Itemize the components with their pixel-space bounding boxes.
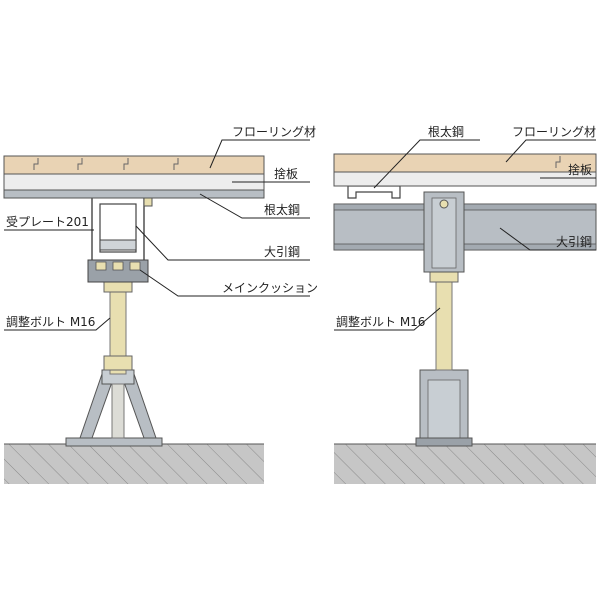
left-label-flooring: フローリング材: [232, 125, 316, 139]
right-bracket: [423, 191, 465, 273]
right-pedestal-column: [415, 369, 473, 447]
left-flooring-joints: [33, 158, 179, 170]
right-label-joist: 根太鋼: [428, 124, 464, 139]
right-flooring: [333, 153, 597, 173]
right-detail: 根太鋼 フローリング材 捨板 大引鋼 調整ボルト M16: [333, 124, 597, 484]
left-label-bolt: 調整ボルト M16: [6, 314, 95, 329]
right-floor-hatch: [334, 444, 596, 484]
left-label-subfloor: 捨板: [274, 166, 298, 181]
left-label-joist: 根太鋼: [264, 202, 300, 217]
right-flooring-joint: [555, 156, 561, 168]
left-label-cushion: メインクッション: [222, 281, 318, 295]
right-label-subfloor: 捨板: [568, 162, 592, 177]
left-label-plate: 受プレート201: [6, 215, 89, 229]
left-subfloor: [3, 173, 265, 191]
left-joist: [3, 189, 265, 199]
right-label-flooring: フローリング材: [512, 125, 596, 139]
right-label-beam: 大引鋼: [556, 235, 592, 249]
left-flooring: [3, 155, 265, 175]
left-detail: フローリング材 捨板 根太鋼 受プレート201 大引鋼 メインクッション 調整ボ…: [3, 125, 318, 484]
left-adjust-bolt: [103, 281, 133, 375]
left-label-beam: 大引鋼: [264, 245, 300, 259]
right-adjust-bolt: [429, 271, 459, 371]
right-subfloor: [333, 171, 597, 187]
left-floor-hatch: [4, 444, 264, 484]
left-pedestal-base: [65, 369, 163, 447]
right-beam: [333, 203, 597, 251]
right-label-bolt: 調整ボルト M16: [336, 314, 425, 329]
left-receiving-plate: [87, 195, 153, 283]
